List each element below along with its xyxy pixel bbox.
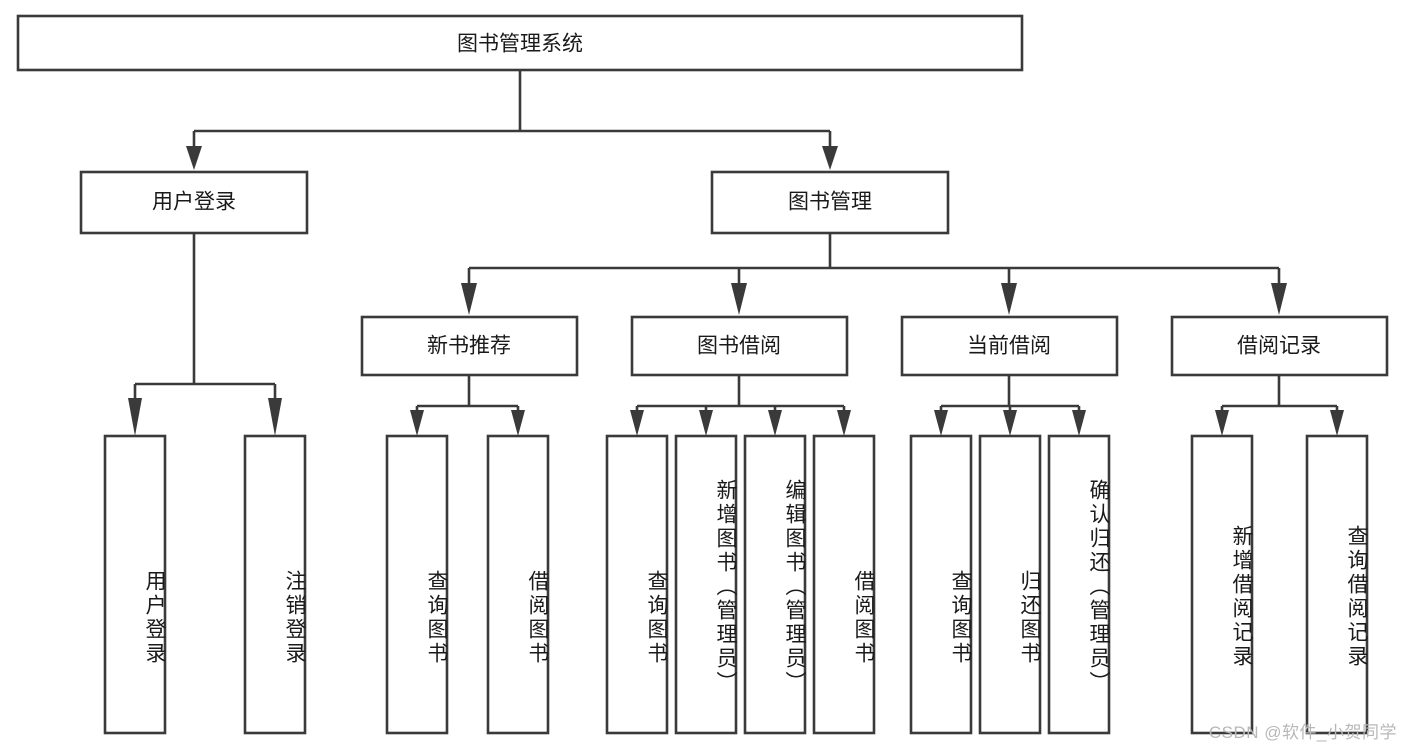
leaf-user-login-box[interactable] [103,434,167,735]
node-root[interactable]: 图书管理系统 [16,14,1024,72]
arrow-head-current-borrow [1001,283,1017,315]
watermark-text: CSDN @软件_小贺同学 [1208,723,1397,742]
arrow-head-leaf-query-record [1330,410,1344,436]
arrow-head-leaf-query-book-1 [410,410,424,436]
node-book-borrow-label: 图书借阅 [697,335,781,358]
node-book-management-label: 图书管理 [788,191,872,214]
node-root-label: 图书管理系统 [457,33,583,56]
leaf-query-record-box[interactable] [1305,434,1369,735]
leaf-borrow-book-2-box[interactable] [812,434,876,735]
leaf-borrow-book-1-box[interactable] [486,434,550,735]
arrow-head-leaf-user-logout [268,398,282,436]
leaf-confirm-return-box[interactable] [1047,434,1111,735]
node-book-borrow-box[interactable] [630,315,849,377]
connector-group-new-book-recommend-to-leaves [410,376,525,436]
arrow-head-leaf-confirm-return [1072,410,1086,436]
leaf-query-book-2-box[interactable] [605,434,669,735]
arrow-head-leaf-borrow-book-1 [511,410,525,436]
arrow-head-new-book-recommend [461,283,477,315]
arrow-head-leaf-return-book [1003,410,1017,436]
node-book-management[interactable]: 图书管理 [710,170,950,235]
node-new-book-recommend[interactable]: 新书推荐 [360,315,579,377]
arrow-head-leaf-add-record [1215,410,1229,436]
node-book-management-box[interactable] [710,170,950,235]
connector-group-user-login-to-leaves [128,234,282,436]
node-book-borrow[interactable]: 图书借阅 [630,315,849,377]
arrow-head-leaf-query-book-2 [630,410,644,436]
node-user-login-label: 用户登录 [152,191,236,214]
arrow-head-book-borrow [731,283,747,315]
arrow-head-leaf-query-book-3 [934,410,948,436]
leaf-query-book-3-box[interactable] [909,434,973,735]
arrow-head-borrow-record [1271,283,1287,315]
arrow-head-leaf-add-book [699,410,713,436]
leaf-edit-book-box[interactable] [743,434,807,735]
node-current-borrow-box[interactable] [900,315,1119,377]
node-new-book-recommend-label: 新书推荐 [427,335,511,358]
node-borrow-record[interactable]: 借阅记录 [1170,315,1389,377]
connector-group-borrow-record-to-leaves [1215,376,1344,436]
leaf-return-book-box[interactable] [978,434,1042,735]
connector-group-book-management-to-level3 [461,234,1287,315]
arrow-head-user-login [186,146,202,170]
arrow-head-leaf-user-login [128,398,142,436]
leaf-user-logout-box[interactable] [243,434,307,735]
leaf-query-book-1-box[interactable] [385,434,449,735]
connector-group-root-to-level2 [186,70,838,170]
node-borrow-record-label: 借阅记录 [1237,335,1321,358]
node-borrow-record-box[interactable] [1170,315,1389,377]
node-new-book-recommend-box[interactable] [360,315,579,377]
node-current-borrow-label: 当前借阅 [967,335,1051,358]
node-user-login[interactable]: 用户登录 [79,170,309,235]
connector-group-book-borrow-to-leaves [630,376,851,436]
node-root-box[interactable] [16,14,1024,72]
leaf-add-record-box[interactable] [1190,434,1254,735]
leaf-add-book-box[interactable] [674,434,738,735]
node-current-borrow[interactable]: 当前借阅 [900,315,1119,377]
arrow-head-book-management [822,146,838,170]
arrow-head-leaf-borrow-book-2 [837,410,851,436]
connector-group-current-borrow-to-leaves [934,376,1086,436]
arrow-head-leaf-edit-book [768,410,782,436]
node-user-login-box[interactable] [79,170,309,235]
